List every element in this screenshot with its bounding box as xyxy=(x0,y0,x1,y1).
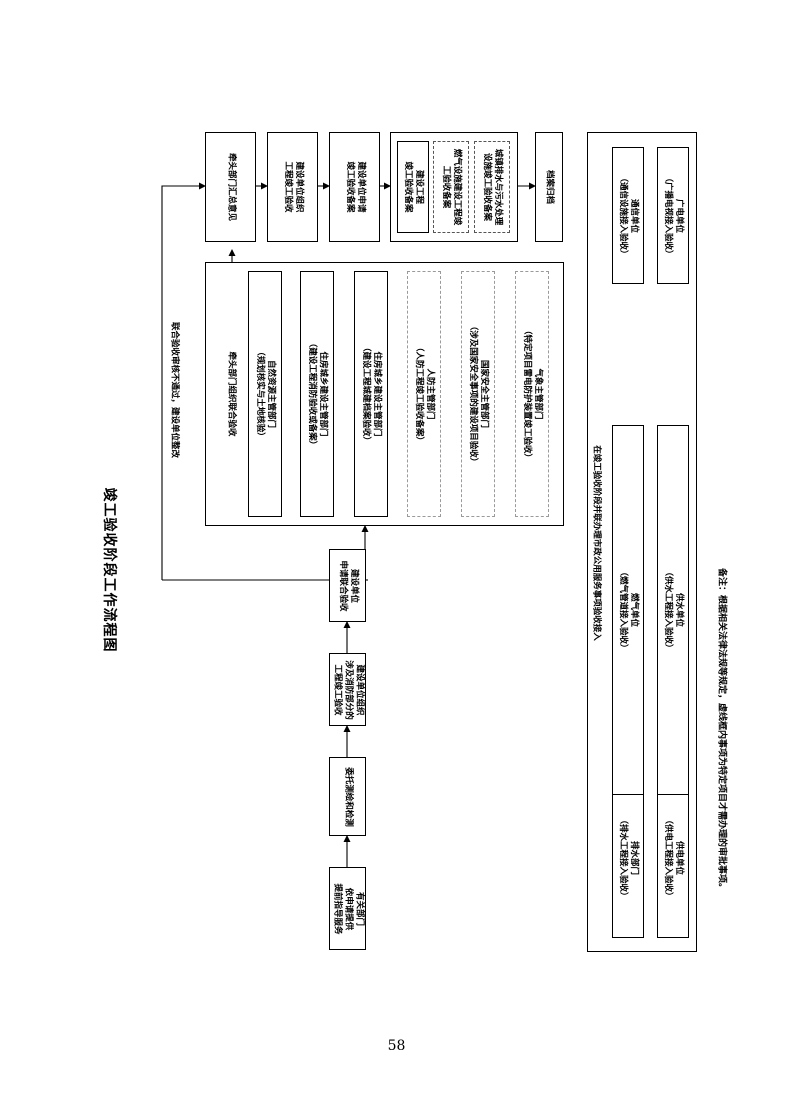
loop-note: 联合验收审核不通过，建设单位整改 xyxy=(169,321,180,459)
utility-telecom: 通信单位（通信设施接入验收） xyxy=(612,147,644,284)
box-apply-joint-acceptance: 建设单位申请联合验收 xyxy=(329,549,366,622)
joint-item-fire-record: 住房城乡建设主管部门（建设工程消防验收或备案） xyxy=(300,271,334,517)
box-apply-record: 建设单位申请竣工验收备案 xyxy=(329,132,380,242)
joint-item-natural-resources: 自然资源主管部门（规划核实与土地核验） xyxy=(248,271,282,517)
box-provide-guidance: 有关部门依申请提供提前指导服务 xyxy=(329,867,366,950)
joint-acceptance-group: 牵头部门组织联合验收 自然资源主管部门（规划核实与土地核验） 住房城乡建设主管部… xyxy=(205,262,564,526)
box-fire-acceptance: 建设单位组织涉及消防部分的工程竣工验收 xyxy=(329,653,366,726)
diagram-title: 竣工验收阶段工作流程图 xyxy=(101,487,117,653)
footnote: 备注：根据相关法律法规等规定，虚线框内事项为特定项目才需办理的审批事项。 xyxy=(716,567,727,893)
utility-power: 供电单位（供电工程接入验收） xyxy=(657,778,689,938)
box-archive: 档案归档 xyxy=(535,132,563,242)
record-item-drainage: 城镇排水与污水处理设施竣工验收备案 xyxy=(474,141,510,233)
utility-broadcast: 广电单位（广播电视接入验收） xyxy=(657,147,689,284)
record-item-construction: 建设工程竣工验收备案 xyxy=(397,141,429,233)
record-item-gas: 燃气设施建设工程竣工验收备案 xyxy=(433,141,469,233)
joint-item-meteorology: 气象主管部门（特定项目雷电防护装置竣工验收） xyxy=(515,271,549,517)
joint-item-urban-archive: 住房城乡建设主管部门（建设工程城建档案验收） xyxy=(354,271,388,517)
joint-item-civil-defense: 人防主管部门（人防工程竣工验收备案） xyxy=(407,271,441,517)
page-number: 58 xyxy=(387,1038,406,1054)
loop-back-line xyxy=(161,182,206,580)
record-group: 建设工程竣工验收备案 燃气设施建设工程竣工验收备案 城镇排水与污水处理设施竣工验… xyxy=(390,132,518,242)
utility-gas: 燃气单位（燃气管道接入验收） xyxy=(612,425,644,795)
utility-water: 供水单位（供水工程接入验收） xyxy=(657,425,689,795)
utility-drainage: 排水部门（排水工程接入验收） xyxy=(612,778,644,938)
utility-group: 在竣工验收阶段并联办理市政公用服务事项验收接入 排水部门（排水工程接入验收） 燃… xyxy=(587,132,697,952)
box-survey-testing: 委托测绘和检测 xyxy=(329,757,366,836)
joint-item-national-security: 国家安全主管部门（涉及国家安全事项的建设项目验收） xyxy=(461,271,495,517)
joint-group-header: 牵头部门组织联合验收 xyxy=(226,351,237,437)
utility-group-header: 在竣工验收阶段并联办理市政公用服务事项验收接入 xyxy=(591,445,602,641)
box-summary-opinion: 牵头部门汇总意见 xyxy=(205,132,256,242)
box-organize-acceptance: 建设单位组织工程竣工验收 xyxy=(267,132,318,242)
